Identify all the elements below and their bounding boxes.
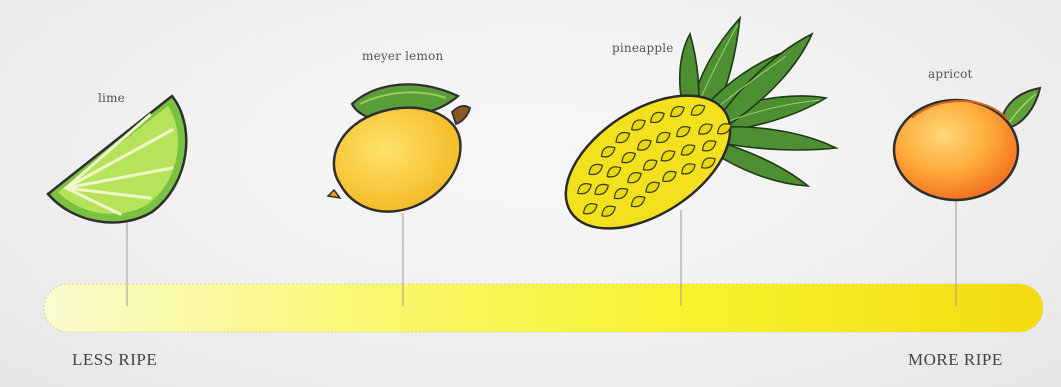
- ripeness-bar: [44, 284, 1043, 332]
- more-ripe-label: MORE RIPE: [908, 350, 1003, 370]
- lime-wedge-icon: [48, 96, 186, 222]
- meyer-lemon-icon: [328, 84, 470, 211]
- lime-label: lime: [98, 91, 125, 105]
- pineapple-icon: [543, 18, 836, 256]
- pineapple-label: pineapple: [612, 41, 674, 55]
- apricot-icon: [894, 88, 1040, 200]
- less-ripe-label: LESS RIPE: [72, 350, 157, 370]
- meyer-lemon-label: meyer lemon: [362, 49, 443, 63]
- apricot-label: apricot: [928, 67, 973, 81]
